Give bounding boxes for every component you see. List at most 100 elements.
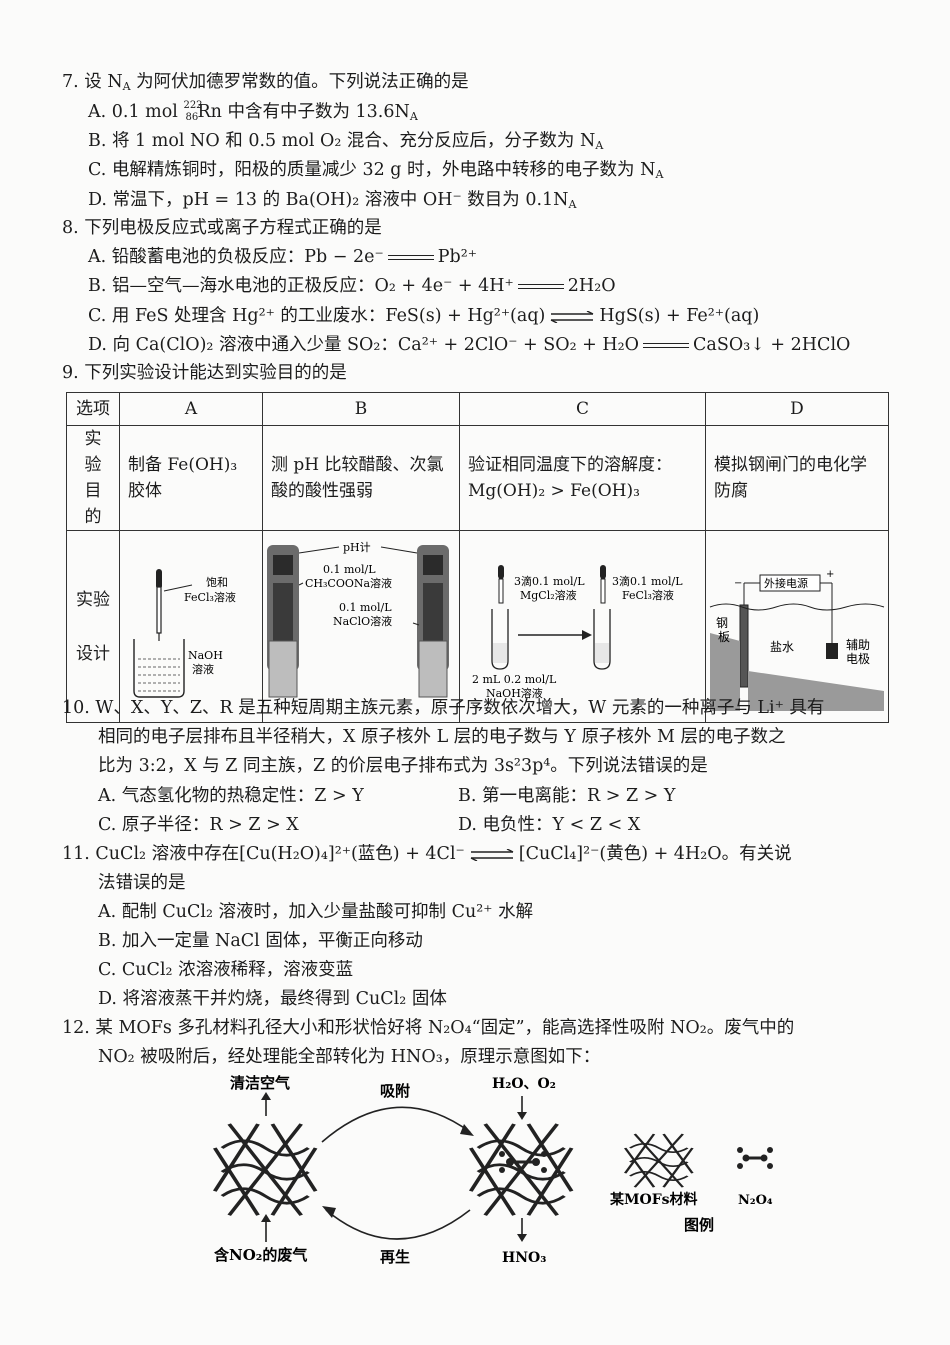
q8-option-d: D. 向 Ca(ClO)₂ 溶液中通入少量 SO₂：Ca²⁺ + 2ClO⁻ +… xyxy=(88,335,851,355)
adsorb-arrow xyxy=(321,1106,471,1143)
mof-material-icon xyxy=(212,1122,318,1218)
label-ch3coona: CH₃COONa溶液 xyxy=(305,576,392,590)
q9-stem: 9. 下列实验设计能达到实验目的的是 xyxy=(62,363,347,383)
equilibrium-arrow-icon xyxy=(470,848,514,861)
q7-option-c: C. 电解精炼铜时，阳极的质量减少 32 g 时，外电路中转移的电子数为 NA xyxy=(88,160,664,181)
label-mgcl2: MgCl₂溶液 xyxy=(520,588,577,602)
q8-stem: 8. 下列电极反应式或离子方程式正确的是 xyxy=(62,218,382,238)
equals-arrow-icon xyxy=(643,341,690,351)
table-header-cell: D xyxy=(705,392,889,426)
label-solution: 溶液 xyxy=(192,662,214,676)
regenerate-arrow xyxy=(325,1209,471,1240)
label-waste-gas: 含NO₂的废气 xyxy=(214,1246,307,1264)
test-tube-figure: 3滴0.1 mol/L MgCl₂溶液 3滴0.1 mol/L FeCl₃溶液 … xyxy=(472,565,683,700)
legend-mof-icon xyxy=(623,1132,694,1189)
arrow-head-icon xyxy=(460,1124,474,1136)
q11-option-c: C. CuCl₂ 浓溶液稀释，溶液变蓝 xyxy=(98,960,354,980)
legend-n2o4-icon xyxy=(737,1147,773,1169)
q7-stem: 7. 设 NA 为阿伏加德罗常数的值。下列说法正确的是 xyxy=(62,72,469,93)
q7-option-d: D. 常温下，pH = 13 的 Ba(OH)₂ 溶液中 OH⁻ 数目为 0.1… xyxy=(88,190,577,211)
design-b: pH计 0.1 mol/L CH₃COONa溶液 0.1 mol/L NaClO… xyxy=(262,530,460,723)
label-naoh-conc: 2 mL 0.2 mol/L xyxy=(472,673,557,686)
label-conc-1: 0.1 mol/L xyxy=(323,563,376,576)
design-d: 外接电源 − + 钢 板 盐水 辅助 电极 xyxy=(705,530,889,723)
label-fecl3: FeCl₃溶液 xyxy=(184,590,236,604)
legend-n2o4-label: N₂O₄ xyxy=(738,1193,773,1208)
arrow-down-icon xyxy=(517,1234,527,1242)
label-mg-drops: 3滴0.1 mol/L xyxy=(514,574,585,588)
q12-stem-line-1: 12. 某 MOFs 多孔材料孔径大小和形状恰好将 N₂O₄“固定”，能高选择性… xyxy=(62,1018,795,1038)
arrow-down-icon xyxy=(517,1112,527,1120)
label-ph-meter: pH计 xyxy=(343,541,371,554)
legend-mof-label: 某MOFs材料 xyxy=(610,1191,698,1208)
label-saturated: 饱和 xyxy=(206,575,228,589)
svg-text:+: + xyxy=(826,569,834,580)
label-h2o-o2: H₂O、O₂ xyxy=(492,1076,556,1092)
table-header-cell: B xyxy=(262,392,460,426)
label-fecl3: FeCl₃溶液 xyxy=(622,588,674,602)
q8-option-a: A. 铅酸蓄电池的负极反应：Pb − 2e⁻Pb²⁺ xyxy=(88,247,477,267)
table-header-cell: 选项 xyxy=(66,392,120,426)
label-naclo: NaClO溶液 xyxy=(333,614,392,628)
purpose-b: 测 pH 比较醋酸、次氯酸的酸性强弱 xyxy=(262,425,460,531)
ph-meter-figure: pH计 0.1 mol/L CH₃COONa溶液 0.1 mol/L NaClO… xyxy=(267,541,449,698)
legend-title: 图例 xyxy=(684,1216,714,1234)
mof-cycle-diagram: 清洁空气 含NO₂的废气 吸附 再生 H₂O、O₂ HNO₃ 某MOFs材料 N… xyxy=(212,1074,773,1266)
table-row-purpose: 实验目的 制备 Fe(OH)₃ 胶体 测 pH 比较醋酸、次氯酸的酸性强弱 验证… xyxy=(66,425,889,531)
q10-stem-line-1: 10. W、X、Y、Z、R 是五种短周期主族元素，原子序数依次增大，W 元素的一… xyxy=(62,698,825,718)
arrow-head-icon xyxy=(322,1206,336,1218)
q7-option-b: B. 将 1 mol NO 和 0.5 mol O₂ 混合、充分反应后，分子数为… xyxy=(88,131,604,152)
purpose-label: 实验目的 xyxy=(66,425,120,531)
purpose-c: 验证相同温度下的溶解度：Mg(OH)₂ > Fe(OH)₃ xyxy=(459,425,706,531)
svg-text:−: − xyxy=(734,578,742,589)
q10-option-c: C. 原子半径：R > Z > X xyxy=(98,815,299,835)
n2o4-molecule-icon xyxy=(499,1151,547,1173)
label-conc-2: 0.1 mol/L xyxy=(339,601,392,614)
label-naoh: NaOH溶液 xyxy=(486,686,543,700)
design-c: 3滴0.1 mol/L MgCl₂溶液 3滴0.1 mol/L FeCl₃溶液 … xyxy=(459,530,706,723)
q10-option-a: A. 气态氢化物的热稳定性：Z > Y xyxy=(98,786,364,806)
purpose-a: 制备 Fe(OH)₃ 胶体 xyxy=(119,425,263,531)
experiment-table: 选项 A B C D 实验目的 制备 Fe(OH)₃ 胶体 测 pH 比较醋酸、… xyxy=(66,392,889,723)
design-label: 实验设计 xyxy=(66,530,120,723)
arrow-up-icon xyxy=(261,1214,271,1222)
q11-option-a: A. 配制 CuCl₂ 溶液时，加入少量盐酸可抑制 Cu²⁺ 水解 xyxy=(98,902,534,922)
q11-option-d: D. 将溶液蒸干并灼烧，最终得到 CuCl₂ 固体 xyxy=(98,989,447,1009)
label-fe-drops: 3滴0.1 mol/L xyxy=(612,574,683,588)
design-a: 饱和 FeCl₃溶液 NaOH 溶液 xyxy=(119,530,263,723)
equals-arrow-icon xyxy=(517,282,564,292)
label-brine: 盐水 xyxy=(770,640,794,654)
q12-stem-line-2: NO₂ 被吸附后，经处理能全部转化为 HNO₃，原理示意图如下： xyxy=(98,1047,601,1067)
q10-option-b: B. 第一电离能：R > Z > Y xyxy=(458,786,676,806)
label-power-supply: 外接电源 xyxy=(764,576,808,590)
table-header-cell: C xyxy=(459,392,706,426)
q11-option-b: B. 加入一定量 NaCl 固体，平衡正向移动 xyxy=(98,931,423,951)
q11-stem-line-2: 法错误的是 xyxy=(98,873,186,893)
label-naoh: NaOH xyxy=(188,649,223,662)
q10-stem-line-3: 比为 3:2，X 与 Z 同主族，Z 的价层电子排布式为 3s²3p⁴。下列说法… xyxy=(98,756,708,776)
q11-stem-line-1: 11. CuCl₂ 溶液中存在[Cu(H₂O)₄]²⁺(蓝色) + 4Cl⁻[C… xyxy=(62,844,792,864)
label-plate: 板 xyxy=(718,630,730,644)
label-electrode: 电极 xyxy=(846,652,870,666)
label-steel: 钢 xyxy=(716,616,728,630)
label-auxiliary: 辅助 xyxy=(846,638,870,652)
equilibrium-arrow-icon xyxy=(551,310,594,323)
purpose-d: 模拟钢闸门的电化学防腐 xyxy=(705,425,889,531)
table-header-row: 选项 A B C D xyxy=(66,392,889,426)
label-hno3: HNO₃ xyxy=(502,1250,546,1266)
label-regenerate: 再生 xyxy=(380,1248,410,1266)
equals-arrow-icon xyxy=(387,253,434,263)
table-header-cell: A xyxy=(119,392,263,426)
table-row-design: 实验设计 饱和 FeCl₃溶液 NaOH 溶液 xyxy=(66,530,889,723)
label-adsorb: 吸附 xyxy=(380,1082,410,1100)
q10-stem-line-2: 相同的电子层排布且半径稍大，X 原子核外 L 层的电子数与 Y 原子核外 M 层… xyxy=(98,727,786,747)
q8-option-b: B. 铝—空气—海水电池的正极反应：O₂ + 4e⁻ + 4H⁺2H₂O xyxy=(88,276,616,296)
steel-gate-figure: 外接电源 − + 钢 板 盐水 辅助 电极 xyxy=(709,569,885,711)
q10-option-d: D. 电负性：Y < Z < X xyxy=(458,815,641,835)
label-clean-air: 清洁空气 xyxy=(230,1074,290,1092)
mof-loaded-icon xyxy=(468,1122,574,1218)
q8-option-c: C. 用 FeS 处理含 Hg²⁺ 的工业废水：FeS(s) + Hg²⁺(aq… xyxy=(88,306,760,326)
arrow-up-icon xyxy=(261,1092,271,1100)
